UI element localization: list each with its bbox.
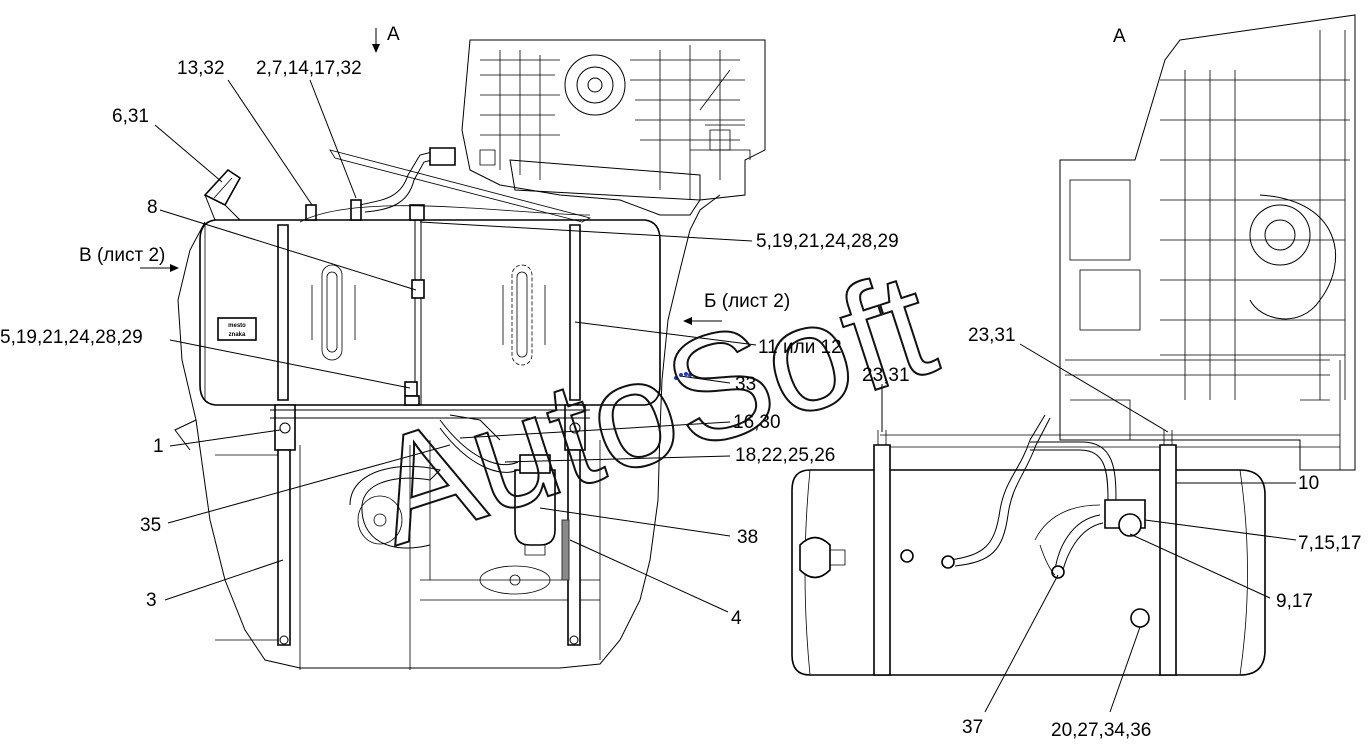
callout-33: 33	[735, 374, 756, 395]
callout-3: 3	[146, 590, 157, 611]
engine-block-right	[1059, 14, 1356, 471]
right-fuel-tank	[791, 414, 1266, 676]
callout-9-17: 9,17	[1276, 591, 1313, 612]
view-a-label: А	[1113, 26, 1126, 47]
badge-line-2: znaka	[229, 332, 246, 338]
callout-6-31: 6,31	[112, 106, 149, 127]
callout-2-7-14-17-32: 2,7,14,17,32	[256, 58, 362, 79]
callout-18-22-25-26: 18,22,25,26	[735, 445, 835, 466]
badge-line-1: mesto	[228, 323, 246, 329]
leader-lines	[140, 28, 1297, 713]
callout-1: 1	[153, 436, 164, 457]
left-fuel-tank: mesto znaka	[199, 147, 661, 406]
left-frame-outline	[174, 194, 721, 670]
arrow-b-label: Б (лист 2)	[704, 291, 790, 312]
callout-11-or-12: 11 или 12	[758, 337, 842, 358]
arrow-v-label: В (лист 2)	[79, 245, 165, 266]
callout-16-30: 16,30	[733, 412, 781, 433]
callout-4: 4	[731, 608, 742, 629]
callout-38: 38	[737, 527, 758, 548]
callout-7-15-17: 7,15,17	[1298, 533, 1361, 554]
arrow-a-label: А	[387, 24, 400, 45]
callout-23-31-left: 23,31	[862, 365, 910, 386]
callout-8: 8	[147, 197, 158, 218]
callout-35: 35	[140, 515, 161, 536]
callout-20-27-34-36: 20,27,34,36	[1051, 720, 1151, 741]
callout-13-32: 13,32	[177, 58, 225, 79]
callout-37: 37	[962, 717, 983, 738]
engine-block-left	[461, 39, 766, 216]
callout-5-19-21-24-28-29-left: 5,19,21,24,28,29	[0, 327, 143, 348]
right-frame-rail	[880, 360, 1341, 470]
callout-23-31-right: 23,31	[968, 325, 1016, 346]
marker-33	[674, 372, 692, 380]
callout-5-19-21-24-28-29-top: 5,19,21,24,28,29	[756, 231, 899, 252]
callout-10: 10	[1298, 473, 1319, 494]
left-support-brackets	[270, 404, 590, 646]
